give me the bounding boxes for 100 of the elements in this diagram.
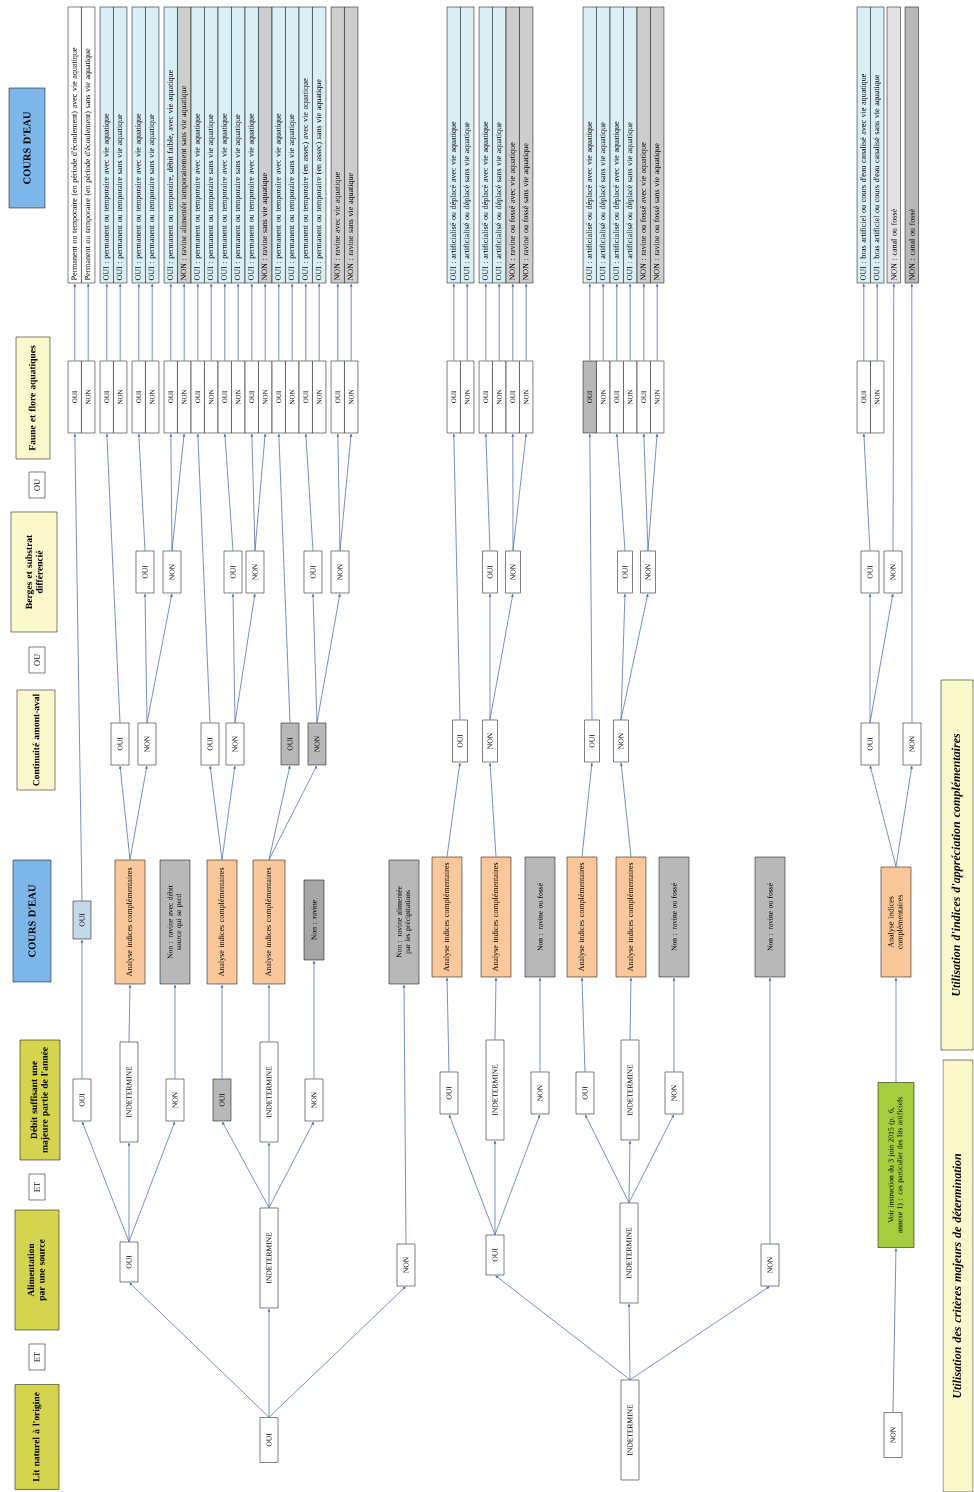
arrow: [105, 283, 108, 362]
arrow: [336, 283, 339, 362]
outcome-box: NON : ravine avec vie aquatique: [330, 6, 345, 284]
criterion-header: Débit suffisant une majeure partie de l'année: [19, 1039, 61, 1161]
arrow: [267, 984, 271, 1043]
outcome-box: NON : ravine sans vie aquatique: [344, 6, 359, 284]
arrow: [137, 433, 146, 552]
arrow: [129, 765, 148, 861]
arrow: [484, 283, 487, 362]
arrow: [339, 433, 353, 552]
arrow: [620, 593, 649, 721]
arrow: [223, 283, 226, 362]
arrow: [312, 960, 316, 1080]
operator-box: ET: [28, 1343, 46, 1371]
arrow: [73, 433, 83, 902]
arrow: [221, 765, 236, 861]
criterion-header: Faune et flore aquatiques: [15, 336, 51, 460]
arrow: [291, 283, 294, 362]
outcome-box: OUI : permanent ou temporaire (en assec) sans vie aquatique: [312, 6, 327, 284]
arrow: [512, 433, 527, 552]
outcome-box: OUI : artificialisé ou déplacé avec vie aquatique: [446, 6, 461, 284]
arrow: [169, 283, 172, 362]
arrow: [768, 977, 772, 1245]
arrow: [223, 433, 234, 552]
criterion-header: Lit naturel à l'origine: [14, 1384, 60, 1490]
arrow: [311, 593, 318, 724]
outcome-box: OUI : permanent ou temporaire avec vie aquatique: [190, 6, 205, 284]
arrow: [494, 977, 498, 1041]
arrow: [264, 283, 267, 362]
arrow: [105, 433, 121, 724]
arrow: [316, 593, 341, 724]
outcome-box: OUI : bras artificiel ou cours d'eau canalisé sans vie aquatique: [870, 6, 885, 284]
outcome-box: NON : ravine alimentée temporairement sans vie aquatique: [177, 6, 192, 284]
analysis-box: Analyse indices complémentaires: [480, 856, 512, 978]
arrow: [620, 762, 632, 858]
arrow: [588, 433, 593, 721]
arrow: [250, 283, 253, 362]
arrow: [615, 283, 618, 362]
arrow: [119, 283, 122, 362]
outcome-box: NON : ravine ou fossé sans vie aquatique: [650, 6, 665, 284]
arrow: [525, 283, 528, 362]
arrow: [73, 283, 76, 362]
outcome-box: NON : ravine ou fossé avec vie aquatique: [636, 6, 651, 284]
arrow: [268, 765, 317, 861]
arrow: [336, 433, 341, 552]
arrow: [268, 1121, 314, 1209]
arrow: [628, 1114, 674, 1204]
arrow: [267, 1308, 271, 1418]
arrow: [87, 283, 90, 362]
arrow: [171, 433, 186, 552]
arrow: [585, 1114, 630, 1204]
outcome-box: OUI : artificialisé ou déplacé sans vie aquatique: [596, 6, 611, 284]
outcome-box: OUI : permanent ou temporaire avec vie aquatique: [131, 6, 146, 284]
arrow: [894, 977, 898, 1083]
arrow: [868, 593, 872, 724]
arrow: [222, 1121, 270, 1209]
analysis-box: Analyse indices complémentaires: [252, 859, 286, 985]
arrow: [220, 984, 224, 1080]
arrow: [511, 433, 514, 552]
arrow: [196, 283, 199, 362]
arrow: [484, 433, 491, 552]
analysis-box: Analyse indices complémentaires: [615, 856, 647, 978]
arrow: [209, 765, 223, 861]
arrow: [254, 433, 267, 552]
outcome-box: NON : ravine ou fossé sans vie aquatique: [519, 6, 534, 284]
arrow: [642, 433, 649, 552]
outcome-box: NON : canal ou fossé: [904, 6, 919, 284]
arrow: [615, 433, 626, 552]
outcome-box: OUI : permanent ou temporaire sans vie aquatique: [204, 6, 219, 284]
arrow: [119, 765, 131, 861]
arrow: [647, 433, 659, 552]
arrow: [151, 283, 154, 362]
arrow: [250, 433, 256, 552]
arrow: [452, 433, 461, 721]
arrow: [234, 593, 256, 724]
arrow: [128, 1121, 175, 1243]
arrow: [494, 1114, 540, 1236]
outcome-box: OUI : permanent ou temporaire sans vie aquatique: [285, 6, 300, 284]
outcome-box: Permanent ou temporaire (en période d'écoulement) sans vie aquatique: [81, 6, 96, 284]
outcome-box: OUI : permanent ou temporaire sans vie aquatique: [231, 6, 246, 284]
section-caption-box: Utilisation des critères majeurs de détermination: [942, 1059, 974, 1492]
category-header: COURS D'EAU: [12, 859, 52, 983]
arrow: [538, 977, 542, 1073]
analysis-box: Analyse indices complémentaires: [431, 856, 463, 978]
outcome-box: OUI : permanent ou temporaire (en assec) avec vie aquatique: [298, 6, 313, 284]
arrow: [869, 765, 897, 868]
arrow: [466, 283, 469, 362]
arrow: [127, 1142, 131, 1243]
arrow: [876, 283, 879, 362]
analysis-box: Analyse indices complémentaires: [114, 859, 146, 985]
arrow: [173, 984, 177, 1080]
arrow: [350, 283, 353, 362]
arrow: [910, 283, 913, 724]
arrow: [210, 283, 213, 362]
outcome-box: OUI : artificialisé ou déplacé sans vie aquatique: [623, 6, 638, 284]
arrow: [277, 433, 291, 724]
arrow: [862, 283, 865, 362]
arrow: [629, 977, 633, 1041]
arrow: [268, 765, 291, 861]
outcome-box: OUI : permanent ou temporaire sans vie aquatique: [113, 6, 128, 284]
